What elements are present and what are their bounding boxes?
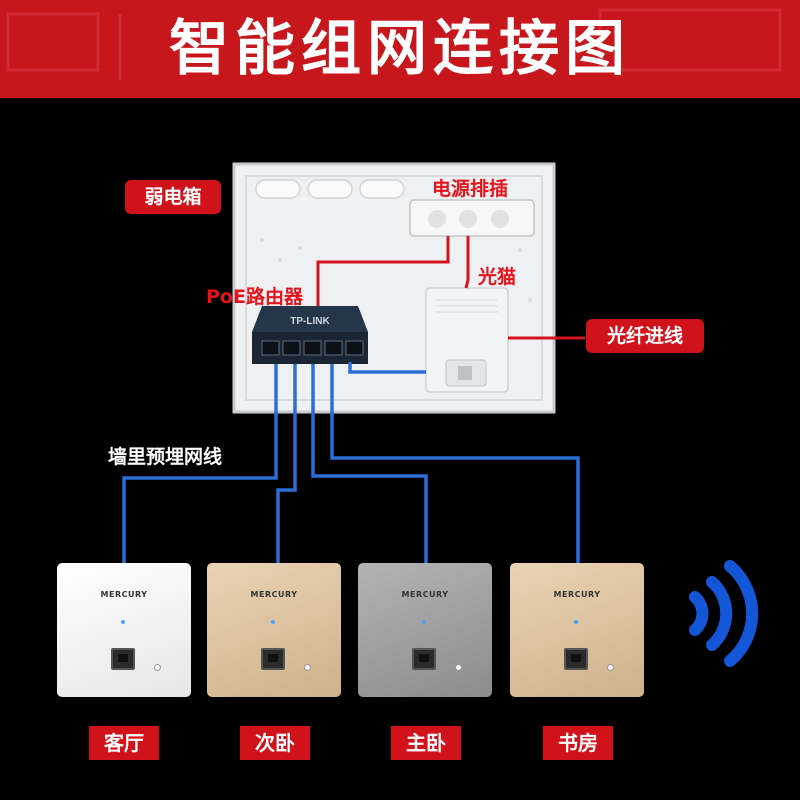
network-cables (122, 362, 580, 563)
ethernet-port-icon (111, 648, 135, 670)
panel-brand: MERCURY (250, 590, 298, 599)
reset-button (607, 664, 614, 671)
router-brand: TP-LINK (290, 316, 330, 327)
panel-brand: MERCURY (553, 590, 601, 599)
banner-watermark (6, 8, 782, 80)
wifi-signal-icon (689, 560, 759, 667)
poe-router: TP-LINK (252, 306, 368, 364)
reset-button (304, 664, 311, 671)
wall-panel-study: MERCURY (510, 563, 644, 697)
reset-button (154, 664, 161, 671)
room-label-second-bedroom: 次卧 (240, 726, 310, 760)
wall-panel-living-room: MERCURY (57, 563, 191, 697)
box-vent-holes (260, 238, 532, 302)
reset-button (455, 664, 462, 671)
label-modem: 光猫 (478, 266, 517, 288)
status-led (271, 620, 275, 624)
ethernet-port-icon (261, 648, 285, 670)
label-router: PoE路由器 (206, 286, 303, 308)
room-label-master-bedroom: 主卧 (391, 726, 461, 760)
power-strip (409, 199, 535, 237)
room-label-study: 书房 (543, 726, 613, 760)
ethernet-port-icon (564, 648, 588, 670)
label-wall-cable: 墙里预埋网线 (108, 446, 223, 468)
page-title: 智能组网连接图 (169, 14, 631, 84)
optical-modem (425, 287, 509, 393)
room-label-living-room: 客厅 (89, 726, 159, 760)
power-cables (316, 236, 585, 340)
label-power-strip: 电源排插 (432, 178, 509, 200)
wall-panel-master-bedroom: MERCURY (358, 563, 492, 697)
title-banner: 智能组网连接图 (0, 0, 800, 98)
status-led (574, 620, 578, 624)
panel-brand: MERCURY (401, 590, 449, 599)
label-distribution-box: 弱电箱 (125, 180, 221, 214)
status-led (422, 620, 426, 624)
panel-brand: MERCURY (100, 590, 148, 599)
wall-panel-second-bedroom: MERCURY (207, 563, 341, 697)
box-knockouts (255, 179, 405, 199)
label-fiber-in: 光纤进线 (586, 319, 704, 353)
status-led (121, 620, 125, 624)
ethernet-port-icon (412, 648, 436, 670)
